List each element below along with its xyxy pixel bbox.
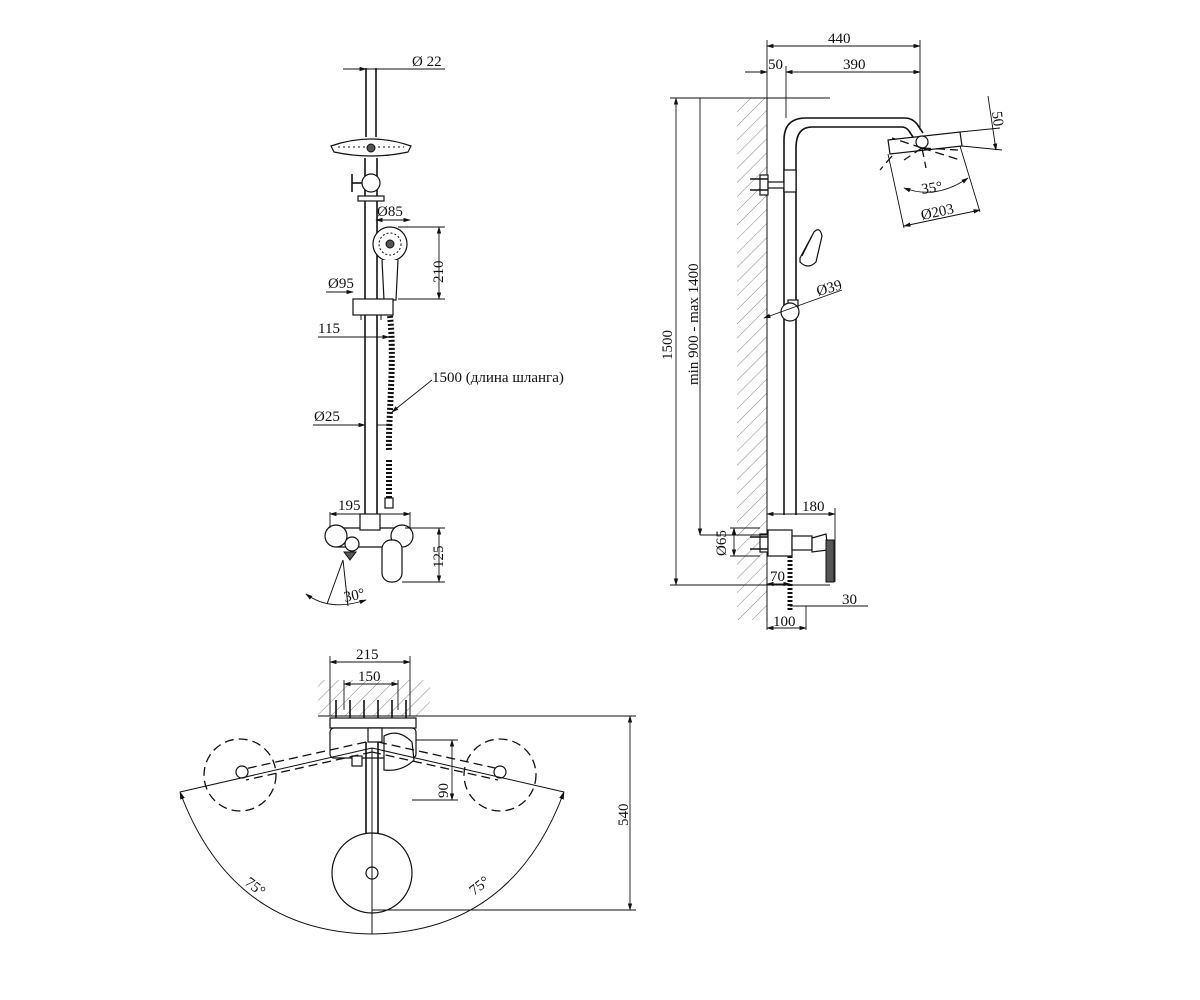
label-arm-wall-offset: 50 (768, 57, 783, 73)
label-spout-offset: 30 (842, 592, 857, 608)
dim-flange-dia (730, 527, 760, 557)
wall-section-top (318, 680, 430, 717)
dim-head-dia (887, 145, 981, 229)
dim-arm-total (766, 40, 921, 130)
hand-shower-front (372, 226, 408, 301)
label-head-tilt-depth: 50 (988, 110, 1006, 127)
dim-mixer-width (329, 511, 411, 528)
front-view: Ø 22 Ø85 210 Ø95 115 1500 (длина шланга)… (305, 54, 564, 607)
mixer-body-front (324, 513, 414, 583)
label-arm-reach: 390 (843, 57, 866, 73)
label-hose-length: 1500 (длина шланга) (432, 370, 564, 386)
dim-hand-shower-length (398, 226, 445, 300)
dim-bracket-width (329, 656, 411, 716)
riser-pipe-side (783, 117, 924, 515)
dim-head-tilt-depth (959, 95, 1003, 151)
dim-total-height (670, 97, 830, 586)
hose-front (384, 315, 395, 509)
mixer-body-top (329, 717, 417, 771)
label-hand-shower-dia: Ø85 (377, 204, 403, 220)
label-mixer-depth: 180 (802, 499, 825, 515)
dim-holder-dia (763, 289, 843, 319)
label-bracket-width: 215 (356, 647, 379, 663)
rain-shower-head-side (879, 131, 963, 171)
label-total-height: 1500 (660, 330, 676, 360)
label-flange-dia: Ø65 (714, 530, 730, 556)
label-head-tilt-angle: 35° (920, 179, 943, 198)
spout-spray-angle (305, 559, 367, 607)
label-mixer-depth-top: 90 (436, 783, 452, 798)
label-arm-total: 440 (828, 31, 851, 47)
label-adjust-range: min 900 - max 1400 (686, 263, 702, 385)
side-view: 440 50 390 50 35° Ø203 1500 (660, 31, 1006, 631)
label-mixer-height: 125 (431, 546, 447, 569)
rotated-arm-right (371, 738, 537, 812)
label-riser-dia: Ø25 (314, 409, 340, 425)
label-spout-angle: 30° (343, 586, 367, 606)
label-rotation-right: 75° (467, 874, 493, 900)
dim-bracket-spacing (343, 680, 399, 710)
label-hand-shower-length: 210 (431, 261, 447, 284)
rotated-arm-left (203, 738, 373, 812)
hand-shower-side (787, 229, 823, 309)
label-holder-dia: Ø39 (815, 277, 844, 300)
slide-holder-front (352, 298, 394, 320)
wall-bracket-side (750, 169, 797, 196)
dim-arm-offset-reach (745, 66, 921, 118)
dim-head-tilt-angle (903, 177, 969, 193)
label-bracket-spacing: 150 (358, 669, 381, 685)
rain-shower-head-front (330, 138, 412, 157)
label-head-dia: Ø203 (920, 201, 956, 224)
label-rotation-left: 75° (242, 875, 268, 901)
dim-wall-to-riser (766, 622, 807, 631)
dim-spout-offset (790, 605, 868, 630)
label-wall-to-riser: 100 (773, 614, 796, 630)
label-mixer-width: 195 (338, 498, 361, 514)
overhead-pipe (365, 68, 377, 137)
slide-holder-side (780, 302, 800, 322)
mixer-body-side (750, 529, 835, 610)
top-view: 215 150 90 540 75° 75° (179, 647, 636, 935)
dim-hose-length (391, 379, 433, 413)
dim-mixer-depth-top (412, 739, 458, 801)
label-slider-offset: 115 (318, 321, 340, 337)
dim-total-depth (372, 715, 636, 911)
label-spout-drop: 70 (770, 569, 785, 585)
wall-fixing-screws (335, 700, 407, 718)
label-total-depth: 540 (616, 804, 632, 827)
diverter-valve (351, 173, 385, 202)
label-slider-dia: Ø95 (328, 276, 354, 292)
dim-mixer-height (402, 527, 445, 583)
label-overhead-pipe-dia: Ø 22 (412, 54, 442, 70)
rotation-arc (179, 747, 565, 935)
dim-mixer-depth (766, 508, 836, 582)
